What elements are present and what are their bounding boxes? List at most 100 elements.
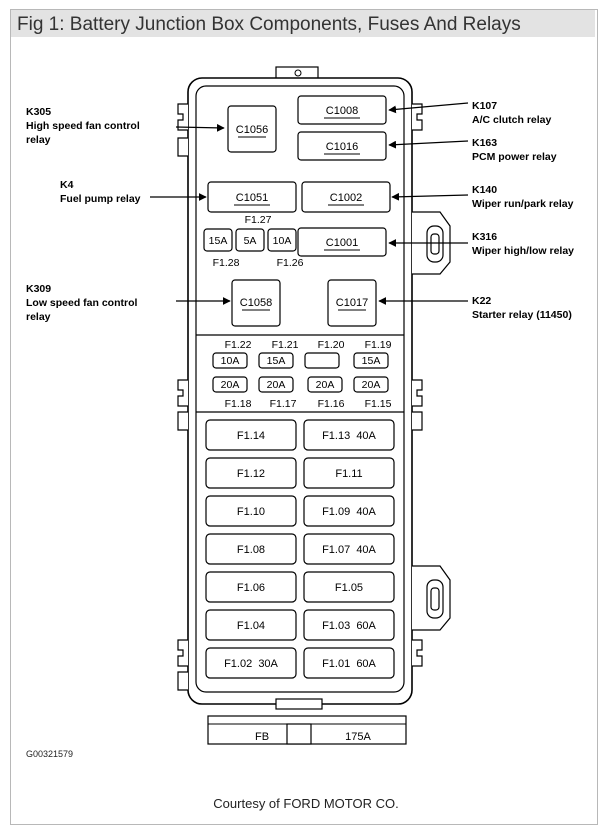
callout-k305: K305 High speed fan control relay bbox=[26, 105, 140, 147]
relay-c1002-label: C1002 bbox=[330, 192, 362, 204]
fuse-label-f1-17: F1.17 bbox=[270, 398, 297, 410]
callout-k309: K309 Low speed fan control relay bbox=[26, 282, 137, 324]
fuse-f1-16 bbox=[307, 376, 343, 393]
callout-k163: K163 PCM power relay bbox=[472, 136, 557, 164]
figure-code: G00321579 bbox=[26, 749, 74, 759]
main-fuse-link bbox=[286, 723, 312, 745]
fuse-f1-12-label: F1.12 bbox=[237, 468, 265, 480]
fuse-f1-17 bbox=[258, 376, 294, 393]
fuse-f1-27-label: F1.27 bbox=[245, 214, 272, 226]
fuse-f1-03 bbox=[303, 609, 395, 641]
fuse-f1-26-rating: 10A bbox=[273, 235, 292, 247]
fuse-f1-18 bbox=[212, 376, 248, 393]
relay-c1016-label: C1016 bbox=[326, 141, 358, 153]
fuse-f1-26-label: F1.26 bbox=[277, 257, 304, 269]
fuse-f1-15-rating: 20A bbox=[362, 379, 381, 391]
callout-k140-id: K140 bbox=[472, 184, 498, 196]
fuse-f1-08-label: F1.08 bbox=[237, 544, 265, 556]
fuse-label-f1-21: F1.21 bbox=[272, 339, 299, 351]
callout-k305-name: High speed fan control bbox=[26, 120, 140, 132]
fuse-f1-10-label: F1.10 bbox=[237, 506, 265, 518]
fuse-f1-22-rating: 10A bbox=[221, 355, 240, 367]
fuse-f1-13 bbox=[303, 419, 395, 451]
callout-k309-name: Low speed fan control bbox=[26, 297, 138, 309]
fuse-f1-11-label: F1.11 bbox=[335, 468, 362, 480]
fuse-f1-19-rating: 15A bbox=[362, 355, 381, 367]
fuse-label-f1-20: F1.20 bbox=[318, 339, 345, 351]
main-fuse-175a-label: 175A bbox=[345, 731, 371, 743]
callout-k316-id: K316 bbox=[472, 231, 498, 243]
callout-k22-name: Starter relay (11450) bbox=[472, 309, 572, 321]
fuse-f1-22 bbox=[212, 352, 248, 369]
relay-c1001 bbox=[297, 227, 387, 257]
fuse-f1-01-label: F1.01 60A bbox=[322, 658, 376, 670]
fuse-f1-11 bbox=[303, 457, 395, 489]
fuse-label-f1-15: F1.15 bbox=[365, 398, 392, 410]
relay-c1016 bbox=[297, 131, 387, 161]
callout-k107: K107 A/C clutch relay bbox=[472, 99, 551, 127]
callout-k316-name: Wiper high/low relay bbox=[472, 245, 575, 257]
fuse-f1-09 bbox=[303, 495, 395, 527]
fuse-label-f1-19: F1.19 bbox=[365, 339, 392, 351]
top-tab-hole bbox=[294, 69, 302, 77]
fuse-f1-10 bbox=[205, 495, 297, 527]
fuse-f1-05 bbox=[303, 571, 395, 603]
fuse-label-f1-18: F1.18 bbox=[225, 398, 252, 410]
fuse-f1-03-label: F1.03 60A bbox=[322, 620, 376, 632]
fuse-f1-02-label: F1.02 30A bbox=[224, 658, 278, 670]
left-clips bbox=[177, 103, 188, 691]
fuse-f1-21 bbox=[258, 352, 294, 369]
relay-c1008 bbox=[297, 95, 387, 125]
fuse-f1-09-label: F1.09 40A bbox=[322, 506, 376, 518]
relay-c1056-label: C1056 bbox=[236, 124, 268, 136]
callout-k4: K4 Fuel pump relay bbox=[60, 178, 141, 206]
courtesy-credit: Courtesy of FORD MOTOR CO. bbox=[213, 796, 399, 811]
relay-c1058-label: C1058 bbox=[240, 297, 272, 309]
callout-k316: K316 Wiper high/low relay bbox=[472, 230, 574, 258]
fuse-f1-06-label: F1.06 bbox=[237, 582, 265, 594]
fuse-f1-13-label: F1.13 40A bbox=[322, 430, 376, 442]
callout-k107-name: A/C clutch relay bbox=[472, 114, 552, 126]
fuse-f1-28-rating: 15A bbox=[209, 235, 228, 247]
title-bar bbox=[11, 10, 595, 37]
callout-k107-id: K107 bbox=[472, 100, 498, 112]
fuse-f1-08 bbox=[205, 533, 297, 565]
fuse-f1-04-label: F1.04 bbox=[237, 620, 265, 632]
relay-c1017-label: C1017 bbox=[336, 297, 368, 309]
fuse-f1-14-label: F1.14 bbox=[237, 430, 265, 442]
fuse-f1-06 bbox=[205, 571, 297, 603]
callout-k309-name-2: relay bbox=[26, 311, 51, 323]
callout-k4-name: Fuel pump relay bbox=[60, 193, 141, 205]
fuse-f1-20 bbox=[304, 352, 340, 369]
callout-k309-id: K309 bbox=[26, 283, 52, 295]
fuse-f1-05-label: F1.05 bbox=[335, 582, 363, 594]
callout-k22: K22 Starter relay (11450) bbox=[472, 294, 572, 322]
relay-c1058 bbox=[231, 279, 281, 327]
right-connector-lower bbox=[412, 565, 451, 631]
relay-c1056 bbox=[227, 105, 277, 153]
right-clips bbox=[412, 103, 423, 667]
fuse-f1-02 bbox=[205, 647, 297, 679]
callout-k305-id: K305 bbox=[26, 106, 52, 118]
fuse-f1-15 bbox=[353, 376, 389, 393]
fuse-label-f1-22: F1.22 bbox=[225, 339, 252, 351]
fuse-label-f1-16: F1.16 bbox=[318, 398, 345, 410]
callout-k163-name: PCM power relay bbox=[472, 151, 557, 163]
relay-c1017 bbox=[327, 279, 377, 327]
relay-c1051-label: C1051 bbox=[236, 192, 268, 204]
fuse-f1-28 bbox=[203, 228, 233, 252]
page-title: Fig 1: Battery Junction Box Components, … bbox=[17, 14, 521, 35]
fuse-f1-28-label: F1.28 bbox=[213, 257, 240, 269]
relay-c1001-label: C1001 bbox=[326, 237, 358, 249]
fuse-f1-21-rating: 15A bbox=[267, 355, 286, 367]
bottom-tab bbox=[275, 698, 323, 710]
callout-k305-name-2: relay bbox=[26, 134, 51, 146]
fuse-f1-04 bbox=[205, 609, 297, 641]
callout-k140: K140 Wiper run/park relay bbox=[472, 183, 573, 211]
callout-k4-id: K4 bbox=[60, 179, 74, 191]
callout-k22-id: K22 bbox=[472, 295, 492, 307]
fuse-fb-label: FB bbox=[255, 731, 269, 743]
fuse-f1-14 bbox=[205, 419, 297, 451]
fuse-f1-18-rating: 20A bbox=[221, 379, 240, 391]
